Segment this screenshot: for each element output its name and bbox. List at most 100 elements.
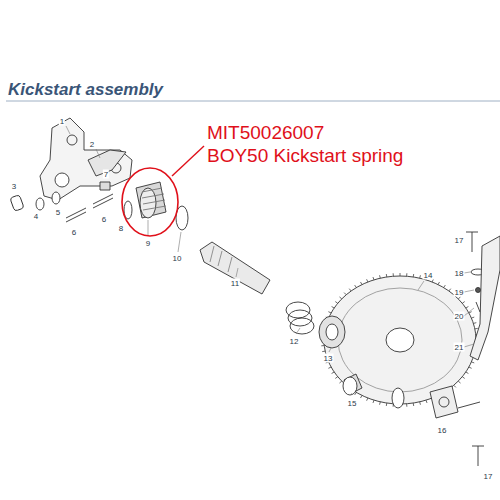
part-number: MIT50026007 [207, 121, 324, 144]
label-holder: 9 [145, 239, 151, 248]
kickstart-gear [321, 273, 479, 407]
label-holder: 10 [172, 254, 183, 263]
bracket [40, 118, 132, 200]
label-holder: 11 [230, 279, 240, 288]
callout-number: 13 [323, 354, 334, 363]
spring [476, 302, 480, 312]
gear-tooth [462, 377, 464, 379]
label-holder: 3 [11, 182, 17, 191]
callout-number: 16 [437, 426, 448, 435]
gear-tooth [361, 282, 363, 285]
label-holder: 15 [347, 399, 358, 408]
gear-tooth [349, 289, 351, 291]
bushing-end [343, 377, 357, 395]
label-holder: 14 [423, 271, 434, 280]
clamp-bolt [472, 446, 484, 466]
gear-tooth [379, 275, 381, 278]
gear-tooth [339, 381, 341, 383]
gear-tooth [335, 302, 337, 304]
callout-number: 8 [118, 224, 124, 233]
bracket-boss [55, 173, 69, 187]
bolt [66, 208, 86, 222]
ratchet-pinion [319, 316, 345, 348]
title: Kickstart assembly [8, 80, 163, 100]
gear-tooth [426, 400, 427, 403]
gear-hub [386, 328, 414, 352]
gear-tooth [454, 385, 456, 387]
gear-tooth [332, 307, 335, 309]
gear-tooth [458, 381, 460, 383]
pin [10, 195, 24, 212]
callout-number: 11 [230, 279, 240, 288]
label-holder: 13 [323, 354, 334, 363]
label-holder: 8 [118, 224, 124, 233]
gear-tooth [475, 328, 478, 330]
callout-number: 14 [423, 271, 434, 280]
gear-tooth [373, 400, 374, 403]
label-holder: 17 [483, 472, 494, 481]
bracket-hole [67, 135, 77, 145]
gear-tooth [471, 317, 474, 318]
callout-number: 3 [11, 182, 17, 191]
washer [36, 198, 44, 210]
label-holder: 6 [101, 215, 107, 224]
gear-tooth [322, 351, 325, 353]
callout-number: 20 [454, 312, 465, 321]
gear-tooth [469, 367, 472, 368]
gear-tooth [466, 307, 469, 309]
gear-tooth [462, 302, 464, 304]
label-holder: 1 [59, 117, 65, 126]
gear-tooth [466, 372, 469, 374]
label-holder: BOY50 Kickstart spring [207, 144, 403, 167]
gear-tooth [406, 273, 407, 276]
callout-number: 6 [71, 228, 77, 237]
gear-tooth [386, 403, 388, 406]
gear-tooth [386, 274, 388, 277]
gear-tooth [361, 395, 363, 398]
nut [100, 182, 110, 190]
label-holder: MIT50026007 [207, 121, 324, 144]
gear-rim [324, 276, 476, 404]
callout-number: 4 [33, 212, 39, 221]
bushing [344, 374, 362, 394]
gear-tooth [473, 322, 476, 324]
kick-lever [470, 236, 500, 360]
ball [476, 288, 481, 293]
callout-number: 15 [347, 399, 358, 408]
gear-tooth [321, 345, 324, 346]
gear-tooth [419, 402, 421, 405]
gear-tooth [444, 285, 446, 287]
callout-number: 17 [483, 472, 494, 481]
label-holder: 21 [454, 343, 465, 352]
gear-tooth [332, 372, 335, 374]
label-holder: 7 [103, 170, 109, 179]
label-holder: 6 [71, 228, 77, 237]
callout-number: 21 [454, 343, 465, 352]
label-holder: 19 [454, 288, 465, 297]
callout-number: 9 [145, 239, 151, 248]
title-holder: Kickstart assembly [8, 80, 163, 100]
bolt [93, 194, 113, 208]
label-holder: 18 [454, 269, 465, 278]
gear-tooth [419, 275, 421, 278]
kickstart-spring [136, 182, 166, 218]
callout-number: 19 [454, 288, 465, 297]
title-rule [6, 101, 500, 102]
label-holder: 20 [454, 312, 465, 321]
spring-coil [290, 318, 314, 334]
label-holder: 16 [437, 426, 448, 435]
clamp-boss [430, 386, 458, 418]
gear-tooth [438, 282, 440, 285]
gear-tooth [393, 273, 394, 276]
callout-leader [172, 146, 204, 176]
gear-tooth [458, 297, 460, 299]
spring-coil [142, 188, 166, 210]
gear-tooth [328, 312, 331, 313]
label-holder: 5 [55, 208, 61, 217]
callout-number: 12 [289, 337, 300, 346]
label-holder: 12 [289, 337, 300, 346]
washer [52, 192, 60, 204]
gear-tooth [328, 367, 331, 368]
callout-number: 10 [172, 254, 183, 263]
